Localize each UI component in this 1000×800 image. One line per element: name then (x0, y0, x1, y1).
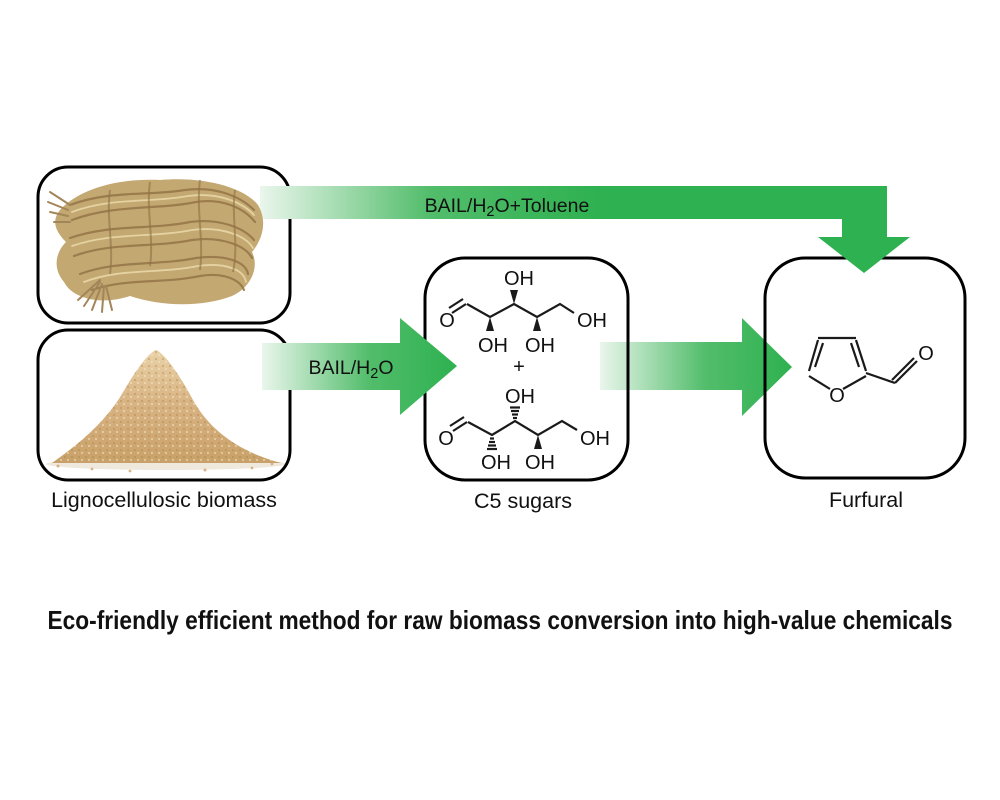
c5-caption: C5 sugars (474, 489, 572, 513)
biomass-caption: Lignocellulosic biomass (51, 488, 277, 512)
svg-text:OH: OH (504, 268, 534, 290)
arrow-top (260, 186, 910, 273)
arabinose-structure (449, 406, 578, 451)
arrow-mid-label: BAIL/H2O (308, 357, 393, 382)
arabinose-atom-labels: OH O OH OH OH (438, 386, 610, 474)
arrow-mid (262, 318, 457, 415)
furfural-caption: Furfural (829, 488, 903, 512)
biomass-box-sawdust (36, 328, 292, 482)
svg-text:OH: OH (525, 452, 555, 474)
arrow-c5-to-furfural (600, 318, 792, 416)
svg-text:O: O (829, 385, 845, 407)
xylose-atom-labels: OH O OH OH OH (439, 268, 607, 357)
svg-text:OH: OH (478, 335, 508, 357)
furfural-structure (807, 336, 918, 390)
xylose-structure (448, 290, 575, 331)
plus-sign: + (513, 356, 525, 378)
svg-text:O: O (438, 428, 454, 450)
page-title: Eco-friendly efficient method for raw bi… (48, 605, 953, 635)
furfural-atom-labels: O O (829, 343, 934, 407)
svg-text:O: O (439, 310, 455, 332)
svg-text:O: O (918, 343, 934, 365)
svg-text:OH: OH (577, 310, 607, 332)
biomass-box-straw (36, 165, 292, 325)
straw-image (47, 179, 264, 313)
arrow-top-label: BAIL/H2O+Toluene (425, 195, 590, 220)
svg-text:OH: OH (481, 452, 511, 474)
svg-text:OH: OH (505, 386, 535, 408)
svg-text:OH: OH (525, 335, 555, 357)
sawdust-image (46, 350, 286, 473)
svg-text:OH: OH (580, 428, 610, 450)
